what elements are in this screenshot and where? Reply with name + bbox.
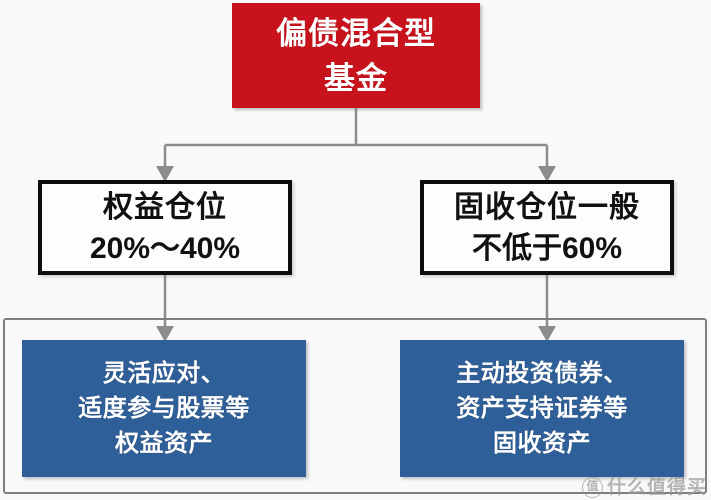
node-equity-strategy-line-3: 权益资产 [115,430,213,457]
node-equity-strategy-line-2: 适度参与股票等 [78,395,250,422]
node-equity-position-line-2: 20%～40% [89,231,241,265]
node-fixed-income-strategy-line-3: 固收资产 [493,430,591,457]
node-fixed-income-position-line-1: 固收仓位一般 [454,190,640,224]
node-equity-strategy-line-1: 灵活应对、 [102,360,226,387]
node-fixed-income-strategy-line-1: 主动投资债券、 [456,360,628,387]
arrowhead-root-to-fixed [538,166,556,182]
node-fixed-income-position-line-2: 不低于60% [471,231,623,265]
watermark-badge-icon: 值 [581,477,603,498]
outcome-group-container [3,318,707,494]
node-root-line-1: 偏债混合型 [276,15,436,51]
arrowhead-equity-to-strategy [156,326,174,342]
watermark: 值 什么值得买 [581,476,707,498]
node-root-line-2: 基金 [324,60,388,96]
node-equity-strategy[interactable]: 灵活应对、 适度参与股票等 权益资产 [22,340,306,477]
node-fixed-income-strategy[interactable]: 主动投资债券、 资产支持证券等 固收资产 [400,340,684,477]
node-equity-position-line-1: 权益仓位 [103,190,227,224]
arrowhead-root-to-equity [156,166,174,182]
node-balanced-bond-fund[interactable]: 偏债混合型 基金 [232,3,480,108]
watermark-text: 什么值得买 [606,476,707,498]
node-fixed-income-position[interactable]: 固收仓位一般 不低于60% [420,180,674,275]
node-equity-position[interactable]: 权益仓位 20%～40% [38,180,292,275]
node-fixed-income-strategy-line-2: 资产支持证券等 [456,395,628,422]
arrowhead-fixed-to-strategy [538,326,556,342]
